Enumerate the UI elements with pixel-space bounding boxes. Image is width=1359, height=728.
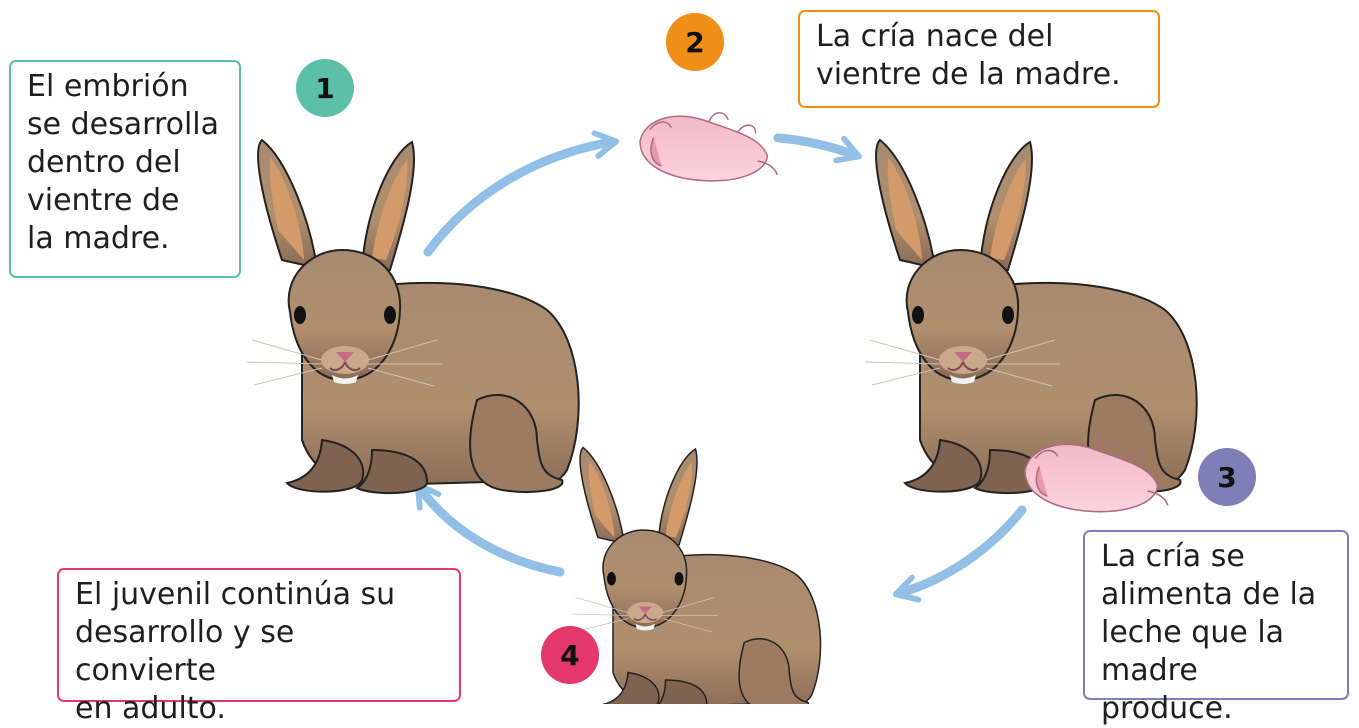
stage-2-text-box: La cría nace del vientre de la madre.: [798, 10, 1160, 108]
stage-3-badge: 3: [1198, 448, 1256, 506]
stage-1-badge: 1: [296, 59, 354, 117]
stage-4-description: El juvenil continúa su desarrollo y se c…: [75, 577, 396, 726]
juvenile-rabbit: [571, 446, 822, 704]
stage-3-text-box: La cría se alimenta de la leche que la m…: [1083, 530, 1349, 726]
stage-4-text-box: El juvenil continúa su desarrollo y se c…: [57, 568, 461, 726]
arrow-3-to-4: [892, 505, 1027, 603]
stage-4-badge: 4: [541, 626, 599, 684]
stage-3-description: La cría se alimenta de la leche que la m…: [1101, 539, 1317, 726]
stage-1-text-box: El embrión se desarrolla dentro del vien…: [9, 60, 241, 278]
newborn-kit-illustration: [639, 111, 778, 182]
rabbit-life-cycle-diagram: El embrión se desarrolla dentro del vien…: [9, 10, 1349, 726]
stage-2-description: La cría nace del vientre de la madre.: [816, 19, 1121, 92]
adult-rabbit-mother: [864, 139, 1198, 495]
arrow-2-to-3: [773, 133, 862, 164]
arrow-1-to-2: [423, 130, 620, 257]
stage-2-badge: 2: [666, 13, 724, 71]
arrow-4-to-1: [414, 481, 565, 577]
adult-rabbit-pregnant: [246, 139, 580, 495]
stage-1-description: El embrión se desarrolla dentro del vien…: [27, 69, 220, 256]
illustration-layer: [246, 111, 1198, 704]
